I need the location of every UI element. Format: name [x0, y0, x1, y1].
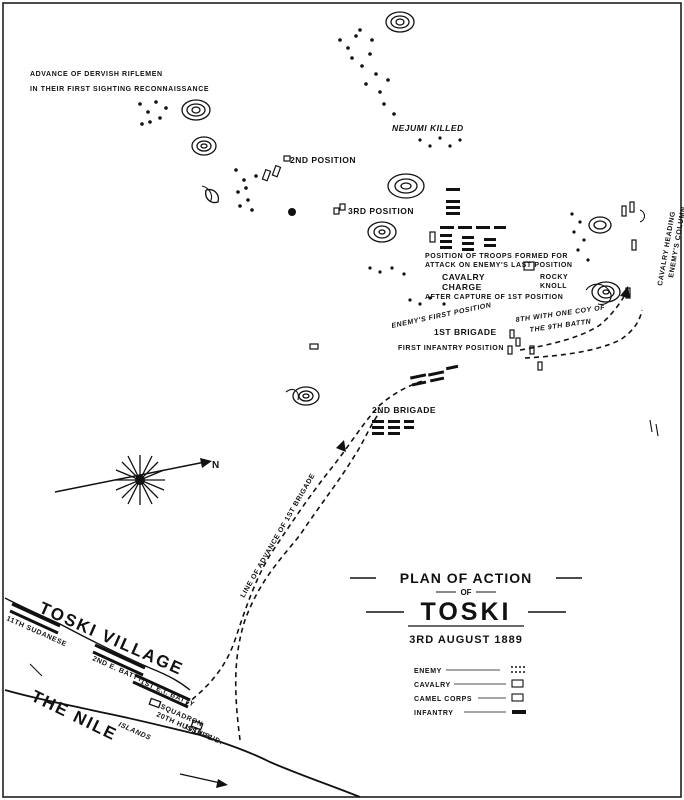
- label-position-troops-1: POSITION OF TROOPS FORMED FOR: [425, 253, 568, 260]
- label-rocky: ROCKY: [540, 274, 568, 281]
- label-nejumi-killed: NEJUMI KILLED: [392, 123, 464, 133]
- nile-river: [4, 597, 361, 798]
- label-charge: CHARGE: [442, 282, 482, 292]
- river-current-arrow: [179, 773, 228, 788]
- label-first-brigade: 1ST BRIGADE: [434, 327, 497, 337]
- label-advance-dervish-1: ADVANCE OF DERVISH RIFLEMEN: [30, 71, 163, 78]
- north-needle: [54, 461, 206, 493]
- legend-infantry: INFANTRY: [414, 710, 526, 717]
- title-plan-of-action: PLAN OF ACTION: [400, 570, 532, 586]
- knoll-6: [588, 216, 612, 234]
- label-knoll: KNOLL: [540, 283, 567, 290]
- label-line-of-advance: LINE OF ADVANCE OF 1ST BRIGADE: [240, 472, 317, 599]
- knoll-2: [181, 99, 211, 121]
- svg-text:CAMEL CORPS: CAMEL CORPS: [414, 696, 472, 703]
- title-of: OF: [460, 588, 471, 597]
- rocky-knolls: [181, 11, 621, 406]
- label-third-position: 3RD POSITION: [348, 206, 414, 216]
- knoll-4: [387, 173, 425, 199]
- label-advance-dervish-2: IN THEIR FIRST SIGHTING RECONNAISSANCE: [30, 86, 209, 93]
- legend-cavalry: CAVALRY: [414, 679, 524, 689]
- label-second-brigade: 2ND BRIGADE: [372, 405, 436, 415]
- knoll-9: [205, 188, 220, 204]
- label-eighth-1: 8TH WITH ONE COY OF: [515, 304, 605, 324]
- label-second-position: 2ND POSITION: [290, 155, 356, 165]
- knoll-top: [385, 11, 415, 33]
- title-date: 3RD AUGUST 1889: [409, 634, 523, 646]
- legend-enemy: ENEMY: [414, 666, 525, 675]
- advance-routes: [184, 286, 643, 741]
- label-north: N: [212, 460, 220, 471]
- compass-rose: [54, 455, 212, 505]
- knoll-3: [191, 136, 217, 156]
- svg-text:CAVALRY: CAVALRY: [414, 682, 451, 689]
- label-first-e-batty: 1ST E.I. BATTY: [139, 678, 195, 708]
- label-islands: ISLANDS: [117, 721, 152, 742]
- legend: ENEMY CAVALRY CAMEL CORPS INFANTRY: [414, 666, 526, 717]
- enemy-scribbles: [29, 185, 659, 677]
- label-the-nile: THE NILE: [28, 687, 120, 745]
- toski-village-units: [9, 602, 191, 709]
- label-position-troops-2: ATTACK ON ENEMY'S LAST POSITION: [425, 262, 573, 269]
- label-first-infantry-position: FIRST INFANTRY POSITION: [398, 345, 504, 352]
- title-block: PLAN OF ACTION OF TOSKI 3RD AUGUST 1889: [350, 570, 582, 646]
- title-place: TOSKI: [421, 598, 512, 626]
- troop-formations: [372, 188, 506, 435]
- cavalry-markers: [261, 155, 637, 371]
- svg-text:INFANTRY: INFANTRY: [414, 710, 454, 717]
- label-after-capture: AFTER CAPTURE OF 1ST POSITION: [425, 294, 563, 301]
- nile-units: [148, 697, 204, 731]
- legend-camel-corps: CAMEL CORPS: [414, 693, 524, 703]
- label-enemys-first-position: ENEMY'S FIRST POSITION: [391, 302, 493, 330]
- knoll-7: [591, 281, 621, 303]
- knoll-5: [367, 221, 397, 243]
- knoll-8: [292, 386, 320, 406]
- svg-text:ENEMY: ENEMY: [414, 668, 442, 675]
- map-labels: ADVANCE OF DERVISH RIFLEMEN IN THEIR FIR…: [5, 71, 684, 747]
- label-tenth-sud: 10TH SUD.: [183, 723, 223, 746]
- label-cavalry: CAVALRY: [442, 272, 485, 282]
- enemy-dots: [138, 28, 590, 306]
